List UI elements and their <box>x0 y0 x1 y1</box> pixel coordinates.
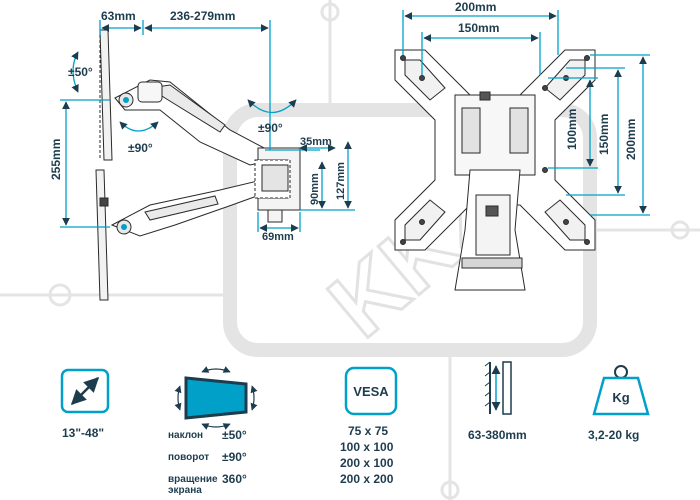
vesa-size-2: 100 x 100 <box>340 440 394 454</box>
screen-size-value: 13"-48" <box>62 426 105 440</box>
vesa-badge-text: VESA <box>353 384 389 399</box>
side-view-upper <box>99 29 273 166</box>
dim-tilt: ±50° <box>68 65 93 79</box>
dim-vesa-150: 150mm <box>597 114 611 155</box>
weight-icon: Kg <box>592 365 650 416</box>
side-view-lower <box>95 169 269 301</box>
dim-vesa-100: 100mm <box>565 109 579 150</box>
dim-clamp-height: 90mm <box>309 173 321 205</box>
vesa-badge-icon: VESA <box>344 366 398 416</box>
dim-rotate-right: ±90° <box>258 121 283 135</box>
distance-value: 63-380mm <box>468 428 527 442</box>
weight-badge-text: Kg <box>612 390 629 405</box>
diagonal-arrow-icon <box>60 368 110 414</box>
tilted-screen-icon <box>174 366 258 430</box>
vesa-size-1: 75 x 75 <box>348 424 389 438</box>
wall-distance-icon <box>484 361 512 415</box>
desk-clamp <box>254 147 301 223</box>
vesa-front-view <box>394 49 596 291</box>
dim-clamp-width: 69mm <box>262 231 294 243</box>
dim-clamp-total: 127mm <box>335 162 347 200</box>
dim-height: 255mm <box>49 139 63 180</box>
motion-swivel-label: поворот <box>168 452 210 463</box>
dim-side-reach: 236-279mm <box>170 9 235 23</box>
vesa-size-4: 200 x 200 <box>340 472 394 486</box>
motion-swivel-value: ±90° <box>222 450 247 464</box>
vesa-dimensions <box>402 10 650 216</box>
dim-clamp-top: 35mm <box>300 136 332 148</box>
motion-tilt-label: наклон <box>168 430 204 441</box>
dim-side-offset: 63mm <box>101 9 136 23</box>
motion-tilt-value: ±50° <box>222 428 247 442</box>
dim-vesa-outer-w: 200mm <box>455 0 496 14</box>
vesa-size-3: 200 x 100 <box>340 456 394 470</box>
dim-vesa-200: 200mm <box>624 119 638 160</box>
dim-rotate-left: ±90° <box>128 141 153 155</box>
load-value: 3,2-20 kg <box>588 428 640 442</box>
side-dimensions <box>60 20 355 232</box>
motion-rotation-value: 360° <box>222 472 247 486</box>
motion-rotation-label: вращение экрана <box>168 474 218 496</box>
dim-vesa-inner-w: 150mm <box>458 21 499 35</box>
